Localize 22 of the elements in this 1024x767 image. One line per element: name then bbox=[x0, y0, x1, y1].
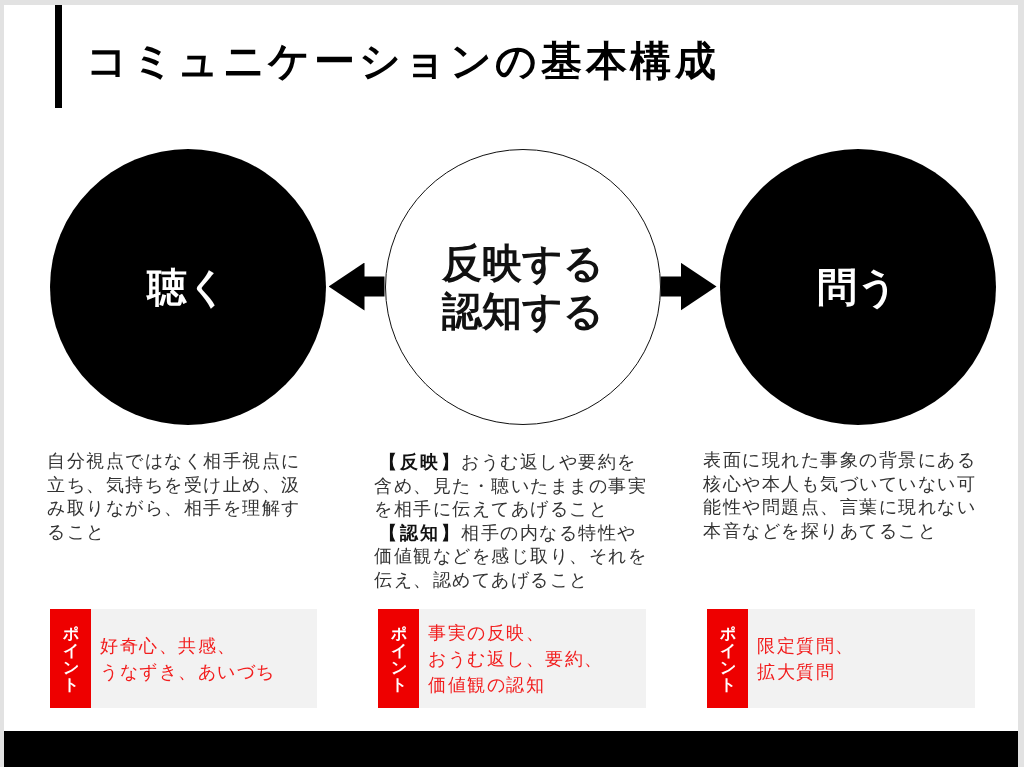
tab-label: ポイント bbox=[61, 624, 80, 693]
description-text: 自分視点ではなく相手視点に立ち、気持ちを受け止め、汲み取りながら、相手を理解すること bbox=[47, 449, 302, 543]
point-text: 限定質問、拡大質問 bbox=[757, 633, 856, 684]
description-text: 【反映】おうむ返しや要約を含め、見た・聴いたままの事実を相手に伝えてあげること bbox=[374, 450, 648, 521]
description-text: 表面に現れた事象の背景にある核心や本人も気づいていない可能性や問題点、言葉に現れない本音などを探りあてること bbox=[703, 448, 977, 542]
circle-label: 反映する認知する bbox=[441, 238, 604, 335]
circle-label: 聴く bbox=[146, 262, 229, 311]
point-box bbox=[50, 609, 317, 708]
arrow bbox=[328, 262, 385, 311]
point-text: 事実の反映、おうむ返し、要約、価値観の認知 bbox=[428, 620, 605, 697]
title-text: コミュニケーションの基本構成 bbox=[86, 36, 720, 86]
point-box bbox=[378, 609, 646, 708]
circle-label: 問う bbox=[816, 262, 899, 311]
point-tab bbox=[50, 609, 91, 708]
arrow bbox=[660, 262, 717, 311]
point-text: 好奇心、共感、うなずき、あいづち bbox=[100, 633, 277, 684]
description-text: 【認知】相手の内なる特性や価値観などを感じ取り、それを伝え、認めてあげること bbox=[374, 520, 648, 591]
point-tab bbox=[378, 609, 419, 708]
point-box bbox=[707, 609, 975, 708]
tab-label: ポイント bbox=[389, 624, 408, 693]
tab-label: ポイント bbox=[718, 624, 737, 693]
point-tab bbox=[707, 609, 748, 708]
